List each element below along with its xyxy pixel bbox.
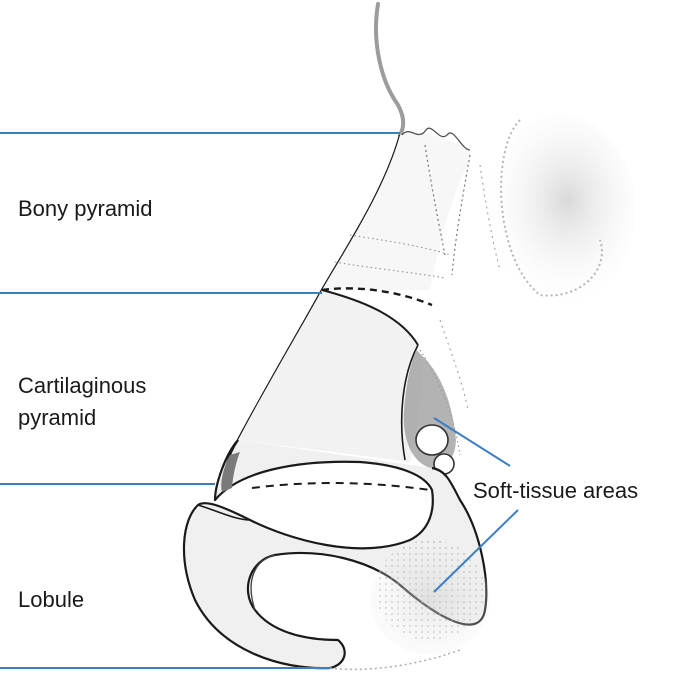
- label-lobule: Lobule: [18, 585, 84, 615]
- bony-pyramid-region: [322, 128, 500, 290]
- label-bony-pyramid: Bony pyramid: [18, 194, 153, 224]
- label-cartilaginous-line1: Cartilaginous: [18, 371, 146, 401]
- label-cartilaginous-line2: pyramid: [18, 403, 96, 433]
- lobule-region: [184, 440, 490, 669]
- label-soft-tissue-areas: Soft-tissue areas: [473, 476, 638, 506]
- forehead-profile: [376, 4, 403, 135]
- soft-tissue-triangle: [404, 350, 456, 474]
- cheek-shading: [485, 115, 635, 305]
